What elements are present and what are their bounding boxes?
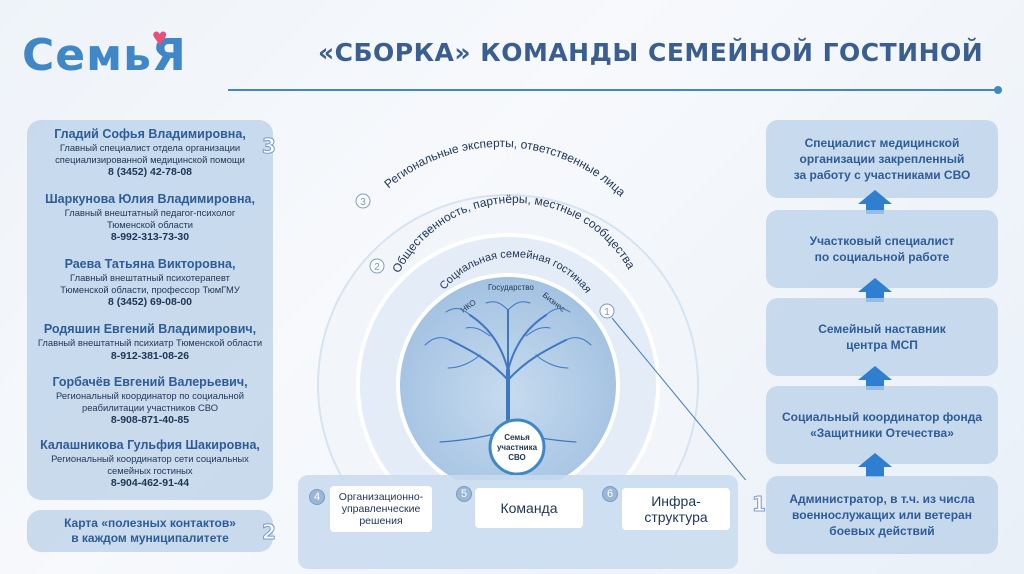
box-line: Семейный наставник bbox=[818, 322, 946, 336]
connector-line bbox=[611, 317, 747, 480]
center-label-line: Семья bbox=[504, 433, 530, 442]
logo: СемьЯ bbox=[22, 30, 187, 81]
box-line: Участковый специалист bbox=[809, 234, 955, 248]
box-line: «Защитники Отечества» bbox=[810, 426, 954, 440]
page-title: «СБОРКА» КОМАНДЫ СЕМЕЙНОЙ ГОСТИНОЙ bbox=[318, 38, 984, 67]
expert-role: Тюменской области, профессор ТюмГМУ bbox=[60, 283, 240, 295]
expert-role: Главный внештатный психиатр Тюменской об… bbox=[37, 337, 263, 348]
expert-role: Региональный координатор сети социальных bbox=[51, 453, 249, 464]
expert-item: Горбачёв Евгений Валерьевич, Региональны… bbox=[27, 375, 273, 427]
expert-name: Калашникова Гульфия Шакировна, bbox=[40, 438, 260, 452]
expert-item: Гладий Софья Владимировна, Главный специ… bbox=[27, 127, 273, 179]
center-label-line: СВО bbox=[508, 453, 526, 462]
expert-phone: 8-912-381-08-26 bbox=[110, 349, 190, 362]
step-number-4: 4 bbox=[309, 489, 325, 505]
box-line: военнослужащих или ветеран bbox=[792, 508, 972, 522]
arrow-up-stem bbox=[866, 292, 884, 302]
expert-name: Родяшин Евгений Владимирович, bbox=[43, 322, 257, 336]
arrow-up-icon bbox=[858, 366, 892, 380]
expert-name: Горбачёв Евгений Валерьевич, bbox=[52, 375, 248, 389]
expert-phone: 8 (3452) 69-08-00 bbox=[107, 296, 193, 308]
arrow-up-stem bbox=[866, 204, 884, 214]
step-number-1: 1 bbox=[752, 492, 767, 517]
box-line: по социальной работе bbox=[814, 250, 950, 264]
social-worker-box: Участковый специалист по социальной рабо… bbox=[766, 210, 998, 288]
ring-number-2-badge bbox=[369, 258, 385, 274]
expert-name: Гладий Софья Владимировна, bbox=[54, 127, 246, 141]
expert-role: семейных гостиных bbox=[107, 464, 193, 476]
circles-diagram: Региональные эксперты, ответственные лиц… bbox=[317, 136, 747, 480]
expert-item: Раева Татьяна Викторовна, Главный внешта… bbox=[27, 257, 273, 309]
header-divider bbox=[228, 89, 996, 91]
step-number-3: 3 bbox=[262, 134, 277, 159]
box-line: центра МСП bbox=[846, 338, 918, 352]
expert-phone: 8-904-462-91-44 bbox=[110, 477, 190, 489]
outer-ring-label: Региональные эксперты, ответственные лиц… bbox=[381, 136, 628, 199]
center-label-line: участника bbox=[497, 443, 538, 452]
expert-role: реабилитации участников СВО bbox=[82, 401, 218, 413]
family-mentor-box: Семейный наставник центра МСП bbox=[766, 298, 998, 376]
expert-role: специализированной медицинской помощи bbox=[55, 153, 245, 165]
box-line: Администратор, в т.ч. из числа bbox=[789, 492, 975, 506]
expert-name: Шаркунова Юлия Владимировна, bbox=[45, 192, 255, 206]
expert-item: Шаркунова Юлия Владимировна, Главный вне… bbox=[27, 192, 273, 244]
arrow-up-icon bbox=[858, 190, 892, 204]
administrator-box: Администратор, в т.ч. из числа военнослу… bbox=[766, 476, 998, 554]
box-line: решения bbox=[359, 515, 403, 527]
expert-role: Главный специалист отдела организации bbox=[59, 142, 241, 153]
contacts-card-line: в каждом муниципалитете bbox=[71, 531, 229, 545]
team-box: Команда bbox=[475, 488, 583, 528]
contacts-card: Карта «полезных контактов» в каждом муни… bbox=[27, 510, 273, 552]
box-line: Организационно- bbox=[338, 491, 424, 503]
contacts-card-line: Карта «полезных контактов» bbox=[64, 516, 236, 530]
expert-role: Главный внештатный педагог-психолог bbox=[64, 207, 236, 218]
box-line: Команда bbox=[500, 500, 558, 516]
box-line: структура bbox=[644, 509, 708, 525]
step-number-6: 6 bbox=[602, 486, 618, 502]
medical-specialist-box: Специалист медицинской организации закре… bbox=[766, 120, 998, 198]
experts-panel: Гладий Софья Владимировна, Главный специ… bbox=[27, 120, 273, 500]
box-line: Социальный координатор фонда bbox=[781, 410, 982, 424]
arrow-up-icon bbox=[858, 278, 892, 292]
box-line: Специалист медицинской bbox=[804, 136, 960, 150]
expert-phone: 8-908-871-40-85 bbox=[110, 414, 190, 426]
step-number-2: 2 bbox=[262, 520, 277, 545]
ring-number-1: 1 bbox=[604, 307, 610, 318]
expert-phone: 8-992-313-73-30 bbox=[110, 231, 190, 243]
box-line: Инфра- bbox=[651, 493, 701, 509]
box-line: боевых действий bbox=[829, 524, 935, 538]
org-decisions-box: Организационно- управленческие решения bbox=[330, 486, 432, 532]
expert-role: Тюменской области bbox=[106, 218, 194, 230]
box-line: за работу с участниками СВО bbox=[793, 168, 971, 182]
expert-item: Родяшин Евгений Владимирович, Главный вн… bbox=[27, 322, 273, 363]
step-number-5: 5 bbox=[456, 486, 472, 502]
heart-icon: ♥ bbox=[152, 22, 168, 52]
infrastructure-box: Инфра- структура bbox=[622, 488, 730, 530]
expert-role: Главный внештатный психотерапевт bbox=[70, 272, 230, 283]
ring-number-3: 3 bbox=[360, 197, 366, 208]
expert-name: Раева Татьяна Викторовна, bbox=[64, 257, 236, 271]
family-center-circle bbox=[488, 418, 546, 476]
expert-item: Калашникова Гульфия Шакировна, Региональ… bbox=[27, 438, 273, 490]
box-line: организации закрепленный bbox=[799, 152, 965, 166]
ring-number-3-badge bbox=[355, 193, 371, 209]
arrow-up-icon bbox=[858, 453, 892, 467]
arrow-up-stem bbox=[866, 467, 884, 477]
social-coordinator-box: Социальный координатор фонда «Защитники … bbox=[766, 386, 998, 464]
arrow-up-stem bbox=[866, 380, 884, 390]
box-line: управленческие bbox=[341, 503, 421, 515]
ring-number-1-badge bbox=[599, 303, 615, 319]
sector-label-gov: Государство bbox=[488, 283, 534, 292]
expert-role: Региональный координатор по социальной bbox=[56, 390, 244, 401]
header-divider-dot bbox=[994, 86, 1002, 94]
expert-phone: 8 (3452) 42-78-08 bbox=[107, 166, 193, 178]
ring-number-2: 2 bbox=[374, 262, 380, 273]
